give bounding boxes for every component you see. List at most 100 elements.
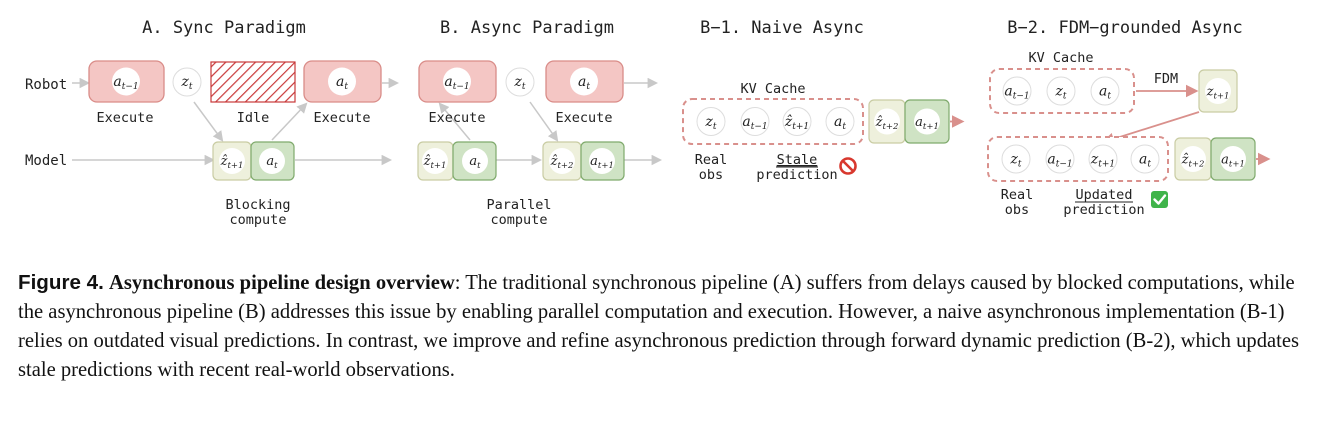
kv-cache-label: KV Cache xyxy=(740,81,805,97)
token-circle xyxy=(740,107,770,136)
panel-b2: KV Cache at−1 zt at FDM zt+1 zt at−1 zt+… xyxy=(987,50,1271,218)
token-a-next: at+1 xyxy=(915,115,939,132)
token-a-next: at+1 xyxy=(590,154,614,171)
token-circle xyxy=(1220,146,1246,172)
parallel-label: compute xyxy=(491,212,548,228)
updated-label: prediction xyxy=(1063,202,1144,218)
token-circle xyxy=(874,108,900,135)
token-z-t: zt xyxy=(513,74,525,92)
token-circle xyxy=(696,107,726,136)
token-a-next: at+1 xyxy=(1221,153,1245,170)
caption-title: Asynchronous pipeline design overview xyxy=(108,272,455,294)
token-circle xyxy=(1002,76,1032,106)
token-z-next: zt+1 xyxy=(1206,85,1230,102)
token-z-t: zt xyxy=(1054,84,1066,102)
blocking-label: compute xyxy=(230,212,287,228)
blocking-label: Blocking xyxy=(225,197,290,213)
token-circle xyxy=(112,67,140,96)
token-circle xyxy=(1045,144,1075,174)
token-circle xyxy=(570,67,598,96)
token-circle xyxy=(1090,76,1120,106)
token-a-t: at xyxy=(469,154,481,171)
token-zhat-next: ẑt+1 xyxy=(220,154,244,171)
stale-label: prediction xyxy=(756,167,837,183)
panel-a: at−1 zt at Execute Idle Execute ẑt+1 at … xyxy=(72,60,400,228)
token-circle xyxy=(589,148,615,174)
token-circle xyxy=(1205,78,1231,104)
token-zhat-next2: ẑt+2 xyxy=(875,115,899,132)
token-circle xyxy=(825,107,855,136)
token-circle xyxy=(549,148,575,174)
panel-b1: KV Cache zt at−1 ẑt+1 at ẑt+2 at+1 Real … xyxy=(682,81,965,183)
token-a-t: at xyxy=(1099,84,1111,102)
token-circle xyxy=(443,67,471,96)
token-a-prev: at−1 xyxy=(444,74,469,92)
figure-caption: Figure 4. Asynchronous pipeline design o… xyxy=(18,268,1318,385)
real-obs-label: obs xyxy=(699,167,723,183)
row-label-model: Model xyxy=(25,153,67,169)
prohibited-icon xyxy=(839,157,857,175)
token-circle xyxy=(1130,144,1160,174)
token-z-next: zt+1 xyxy=(1090,152,1115,170)
token-circle xyxy=(1046,76,1076,106)
token-circle xyxy=(1088,144,1118,174)
token-z-t: zt xyxy=(704,114,716,132)
obs-to-model-arrow xyxy=(529,101,559,142)
panel-title-b2: B−2. FDM−grounded Async xyxy=(1007,18,1242,38)
token-zhat-next2: ẑt+2 xyxy=(550,154,574,171)
stale-label: Stale xyxy=(777,152,818,168)
execute-label: Execute xyxy=(429,110,486,126)
panel-title-b1: B−1. Naive Async xyxy=(700,18,864,38)
action-to-robot-arrow xyxy=(438,102,471,141)
token-zhat-next: ẑt+1 xyxy=(423,154,447,171)
panel-title-b: B. Async Paradigm xyxy=(440,18,614,38)
real-obs-label: Real xyxy=(1001,187,1034,203)
parallel-label: Parallel xyxy=(486,197,551,213)
token-circle xyxy=(1001,144,1031,174)
token-z-t: zt xyxy=(180,74,192,92)
row-label-robot: Robot xyxy=(25,77,67,93)
check-icon xyxy=(1151,191,1168,208)
token-circle xyxy=(259,148,285,174)
kv-cache-label: KV Cache xyxy=(1028,50,1093,66)
token-circle xyxy=(172,67,202,97)
token-a-prev: at−1 xyxy=(1004,84,1029,102)
kv-cache-box-updated xyxy=(987,136,1169,182)
token-zhat-next: ẑt+1 xyxy=(784,113,809,132)
token-circle xyxy=(914,108,940,135)
token-circle xyxy=(328,67,356,96)
caption-text: : The traditional synchronous pipeline (… xyxy=(18,272,1300,381)
token-a-t: at xyxy=(336,74,348,92)
kv-cache-box xyxy=(682,98,864,145)
token-a-prev: at−1 xyxy=(742,114,767,132)
token-zhat-next2: ẑt+2 xyxy=(1181,153,1205,170)
token-a-t: at xyxy=(834,114,846,132)
updated-label: Updated xyxy=(1076,187,1133,203)
token-a-t: at xyxy=(266,154,278,171)
token-circle xyxy=(505,67,535,97)
execute-label: Execute xyxy=(556,110,613,126)
action-to-robot-arrow xyxy=(271,102,308,141)
token-circle xyxy=(1180,146,1206,172)
execute-label: Execute xyxy=(97,110,154,126)
obs-to-model-arrow xyxy=(193,101,224,142)
token-z-t: zt xyxy=(1009,152,1021,170)
execute-label: Execute xyxy=(314,110,371,126)
real-obs-label: Real xyxy=(695,152,728,168)
token-circle xyxy=(782,107,812,136)
token-circle xyxy=(422,148,448,174)
idle-label: Idle xyxy=(237,110,270,126)
figure-number: Figure 4. xyxy=(18,271,104,294)
token-circle xyxy=(219,148,245,174)
panel-b: at−1 zt at Execute Execute ẑt+1 at ẑt+2 … xyxy=(417,60,663,228)
token-a-t: at xyxy=(578,74,590,92)
pipeline-diagram: A. Sync Paradigm B. Async Paradigm B−1. … xyxy=(25,18,1271,228)
token-a-prev: at−1 xyxy=(1047,152,1072,170)
fdm-label: FDM xyxy=(1154,71,1178,87)
idle-block xyxy=(210,61,296,103)
token-a-t: at xyxy=(1139,152,1151,170)
token-circle xyxy=(462,148,488,174)
panel-title-a: A. Sync Paradigm xyxy=(142,18,306,38)
token-a-prev: at−1 xyxy=(113,74,138,92)
real-obs-label: obs xyxy=(1005,202,1029,218)
